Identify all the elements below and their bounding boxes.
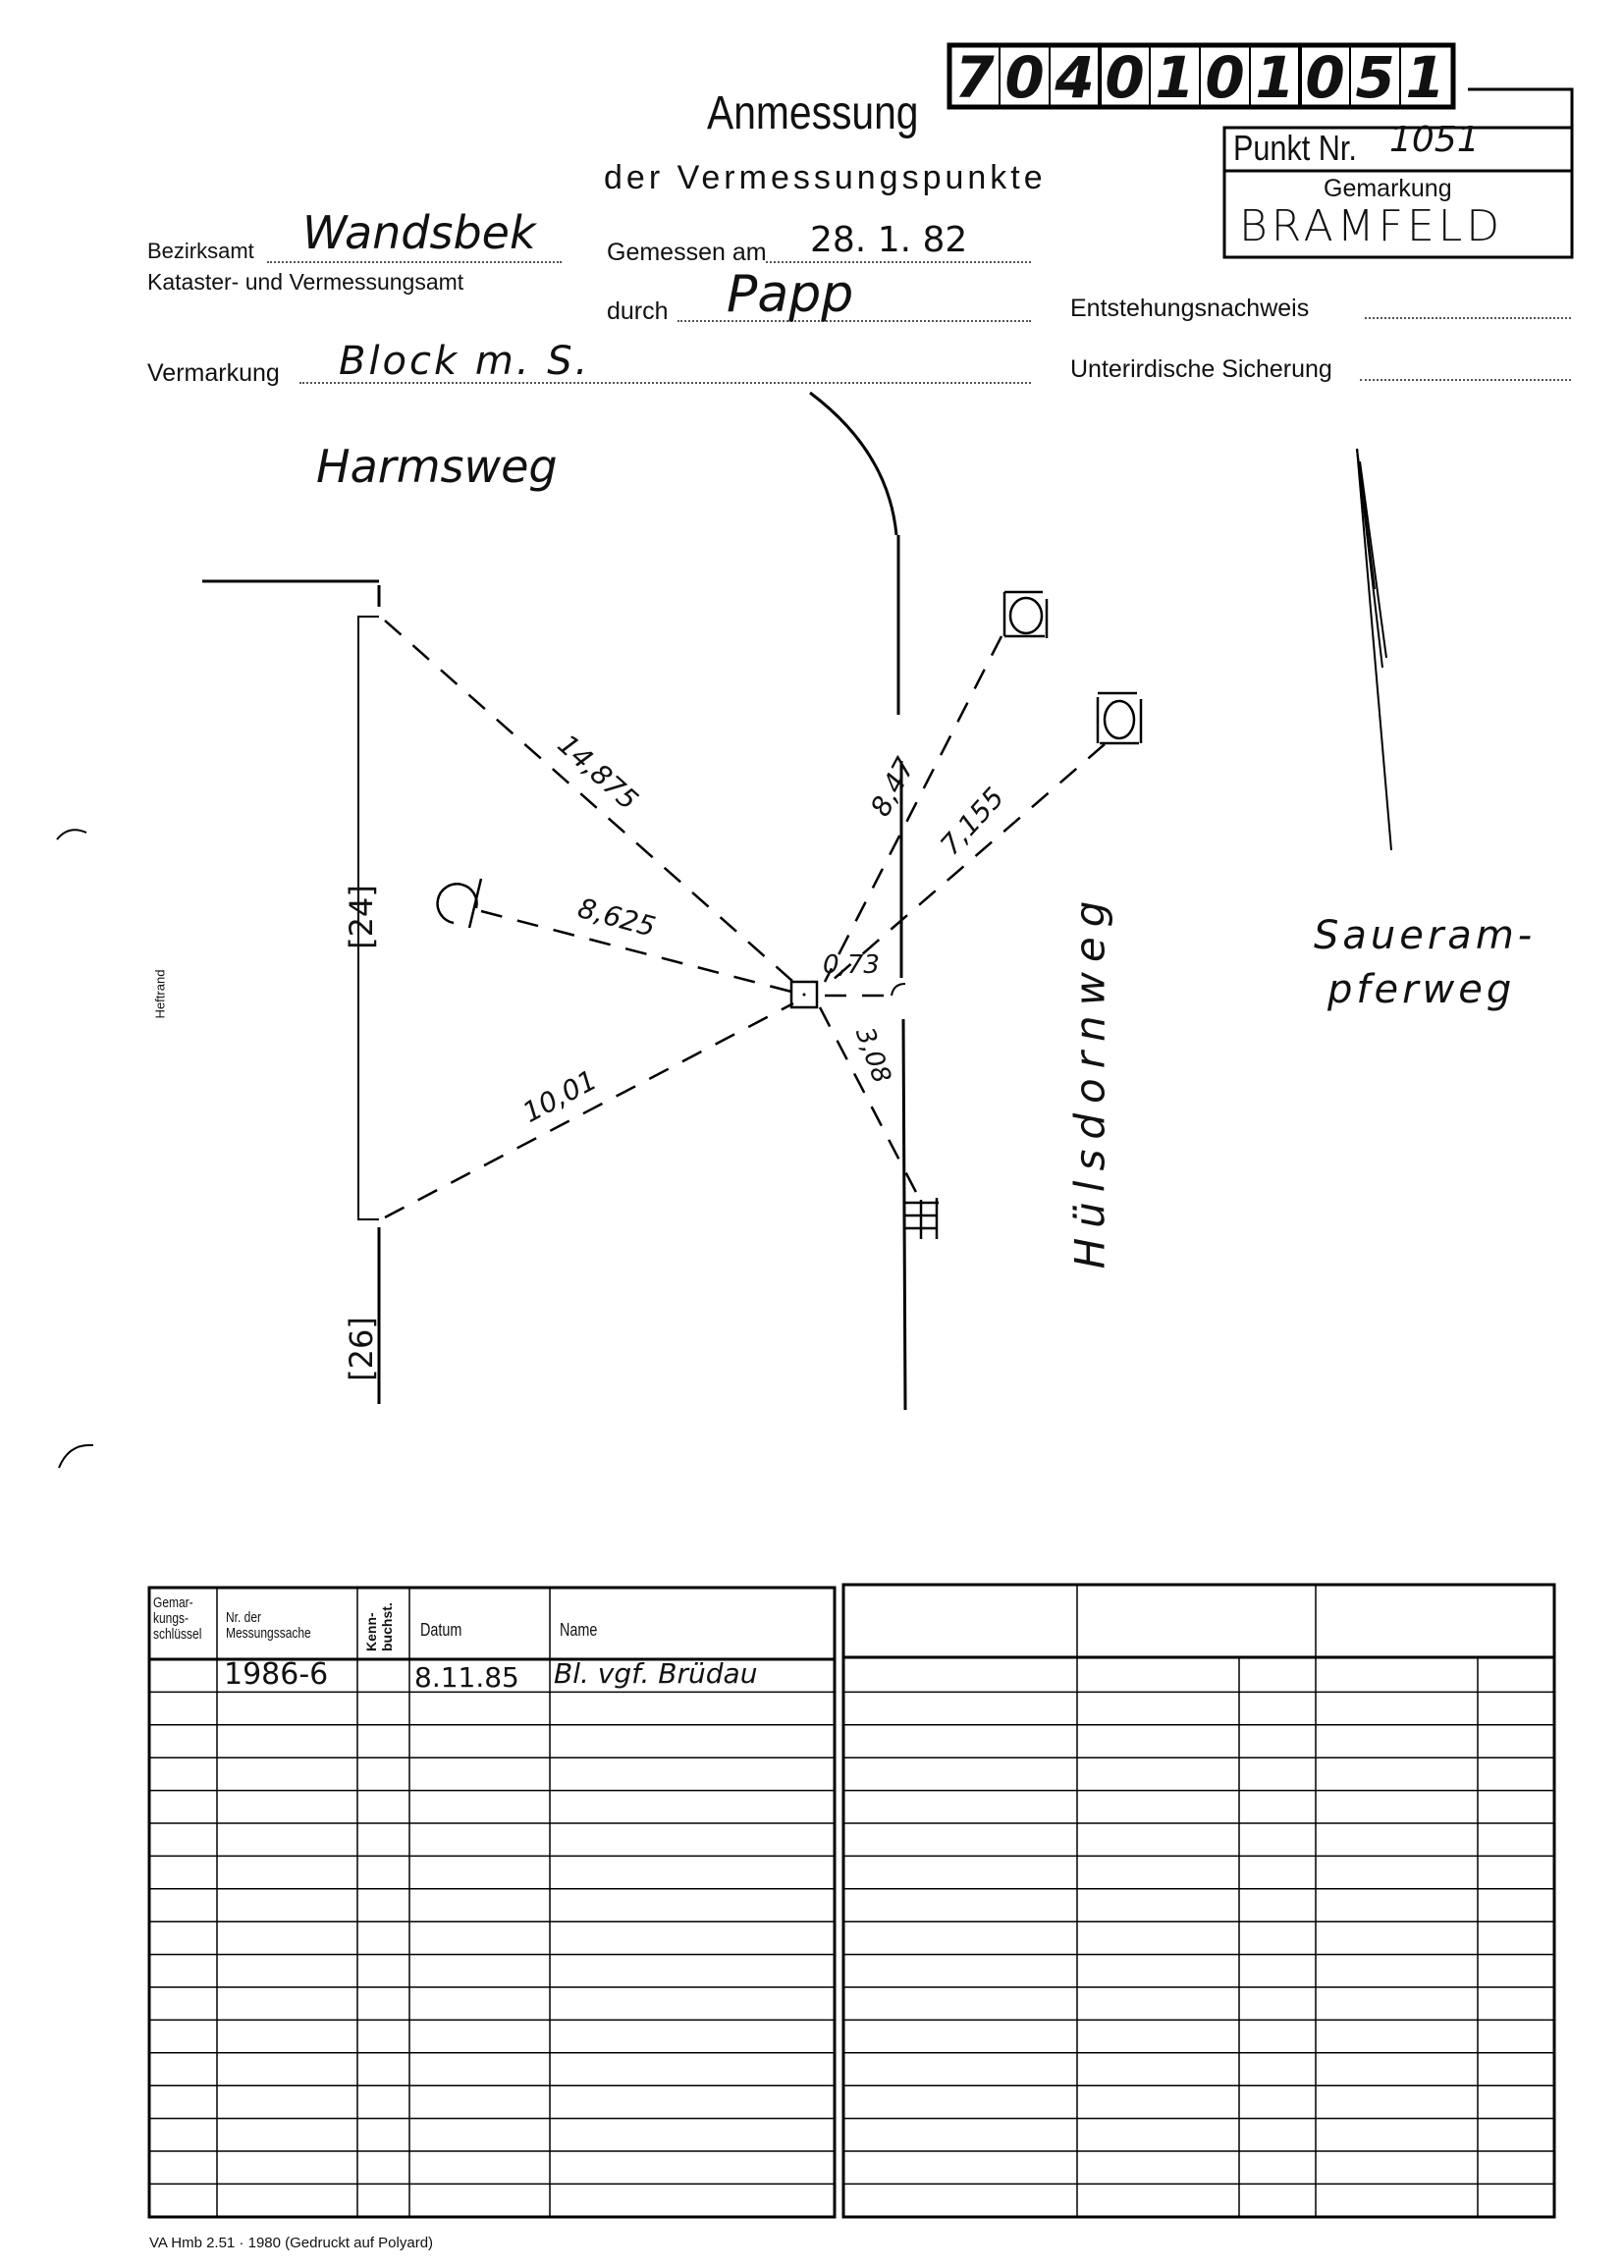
number-digit: 4 [1055, 44, 1095, 111]
manhole-symbol-icon [1096, 691, 1143, 745]
form-subtitle: der Vermessungspunkte [604, 159, 1047, 196]
number-digit: 0 [1004, 44, 1045, 111]
number-digit: 1 [1405, 44, 1445, 111]
table-header-nr: Nr. der Messungssache [226, 1609, 311, 1642]
cell-name: Bl. vgf. Brüdau [554, 1657, 758, 1690]
table-header-schluessel: Gemar- kungs- schlüssel [153, 1594, 202, 1643]
number-digit: 0 [1105, 44, 1145, 111]
right-angle-mark [891, 983, 906, 997]
number-digit: 1 [1155, 44, 1195, 111]
gemessen-value: 28. 1. 82 [810, 220, 968, 260]
gemessen-label: Gemessen am [607, 239, 767, 266]
number-digit: 0 [1205, 44, 1245, 111]
hydrant-symbol-icon [905, 1198, 939, 1239]
street-label-huelsdornweg: Hülsdornweg [1065, 891, 1114, 1269]
street-label-harmsweg: Harmsweg [316, 440, 558, 493]
cell-datum: 8.11.85 [414, 1661, 519, 1694]
bracket-label-26: [26] [342, 1317, 380, 1381]
tree-symbol-icon [436, 878, 483, 929]
table-header-kenn: Kenn- buchst. [363, 1602, 395, 1651]
number-digit: 1 [1255, 44, 1295, 111]
property-lines [202, 391, 907, 1411]
table-row-lines [149, 1691, 1554, 2186]
durch-signature: Papp [727, 265, 854, 324]
north-arrow-icon [1356, 448, 1392, 851]
table-header-name: Name [560, 1620, 598, 1640]
gemarkung-value: BRAMFELD [1239, 201, 1504, 251]
bezirksamt-label: Bezirksamt [147, 239, 254, 263]
street-label-sauerampferweg-2: pferweg [1327, 967, 1516, 1012]
gemarkung-label: Gemarkung [1324, 175, 1452, 202]
table-header-datum: Datum [420, 1620, 462, 1640]
form-title: Anmessung [707, 87, 919, 139]
punkt-box [1222, 126, 1574, 259]
number-digit: 0 [1305, 44, 1345, 111]
punkt-value: 1051 [1389, 120, 1480, 160]
bezirksamt-value: Wandsbek [302, 206, 536, 259]
sicherung-label: Unterirdische Sicherung [1070, 355, 1332, 383]
durch-label: durch [607, 297, 669, 325]
number-box [947, 42, 1456, 110]
hole-mark [56, 829, 87, 840]
table-right-grid [841, 1583, 1556, 2219]
vermarkung-value: Block m. S. [339, 339, 591, 384]
measurement-label: 0,73 [823, 950, 880, 980]
street-label-sauerampferweg-1: Saueram- [1314, 913, 1537, 958]
number-digit: 7 [954, 44, 995, 111]
form-footer: VA Hmb 2.51 · 1980 (Gedruckt auf Polyard… [149, 2235, 434, 2251]
hole-mark [58, 1443, 94, 1469]
number-box-dividers [999, 45, 1401, 107]
cell-nr: 1986-6 [224, 1657, 329, 1692]
entstehung-label: Entstehungsnachweis [1070, 295, 1310, 322]
manhole-symbol-icon [1002, 590, 1049, 638]
kataster-label: Kataster- und Vermessungsamt [147, 269, 464, 295]
vermarkung-label: Vermarkung [147, 359, 280, 387]
punkt-label: Punkt Nr. [1233, 128, 1357, 168]
measurement-lines [384, 620, 1106, 1219]
survey-point-marker [789, 980, 819, 1009]
bracket-label-24: [24] [342, 885, 380, 949]
heftrand-label: Heftrand [152, 969, 168, 1019]
number-digit: 5 [1355, 44, 1395, 111]
